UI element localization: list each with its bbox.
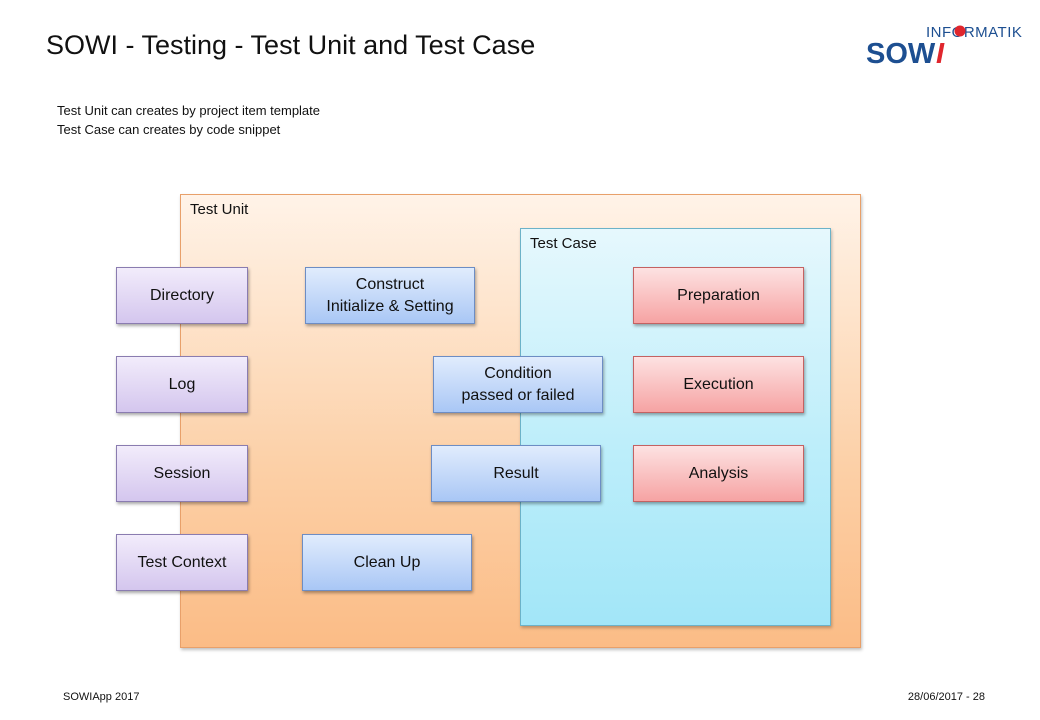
node-construct-label: Construct Initialize & Setting xyxy=(326,275,454,315)
sowi-logo: INFORMATIK SOW I xyxy=(866,24,1022,70)
logo-dot xyxy=(954,25,966,37)
note-line-2: Test Case can creates by code snippet xyxy=(57,122,281,137)
node-log-label: Log xyxy=(168,375,196,393)
node-construct: Construct Initialize & Setting xyxy=(305,267,475,324)
node-log: Log xyxy=(116,356,248,413)
logo-top-text: INFORMATIK xyxy=(926,24,1022,41)
node-condition-label: Condition passed or failed xyxy=(461,364,575,404)
footer-app-name: SOWIApp 2017 xyxy=(63,691,140,703)
note-line-1: Test Unit can creates by project item te… xyxy=(57,103,321,118)
notes: Test Unit can creates by project item te… xyxy=(57,101,320,139)
node-result: Result xyxy=(431,445,601,502)
page-title: SOWI - Testing - Test Unit and Test Case xyxy=(46,30,536,60)
node-preparation-label: Preparation xyxy=(677,286,760,304)
logo-i-letter: I xyxy=(936,38,945,70)
node-directory: Directory xyxy=(116,267,248,324)
test-unit-label: Test Unit xyxy=(190,201,249,218)
node-session: Session xyxy=(116,445,248,502)
node-clean-up: Clean Up xyxy=(302,534,472,591)
node-analysis-label: Analysis xyxy=(688,464,749,482)
logo-main-text: SOW xyxy=(866,38,936,70)
node-session-label: Session xyxy=(153,464,211,482)
node-execution: Execution xyxy=(633,356,804,413)
test-case-label: Test Case xyxy=(530,235,597,252)
node-condition: Condition passed or failed xyxy=(433,356,603,413)
node-test-context-label: Test Context xyxy=(137,553,227,571)
node-result-label: Result xyxy=(493,464,539,482)
node-test-context: Test Context xyxy=(116,534,248,591)
node-analysis: Analysis xyxy=(633,445,804,502)
node-directory-label: Directory xyxy=(149,286,214,304)
node-preparation: Preparation xyxy=(633,267,804,324)
node-clean-up-label: Clean Up xyxy=(353,553,421,571)
footer-date-page: 28/06/2017 - 28 xyxy=(907,691,985,703)
node-execution-label: Execution xyxy=(683,375,754,393)
